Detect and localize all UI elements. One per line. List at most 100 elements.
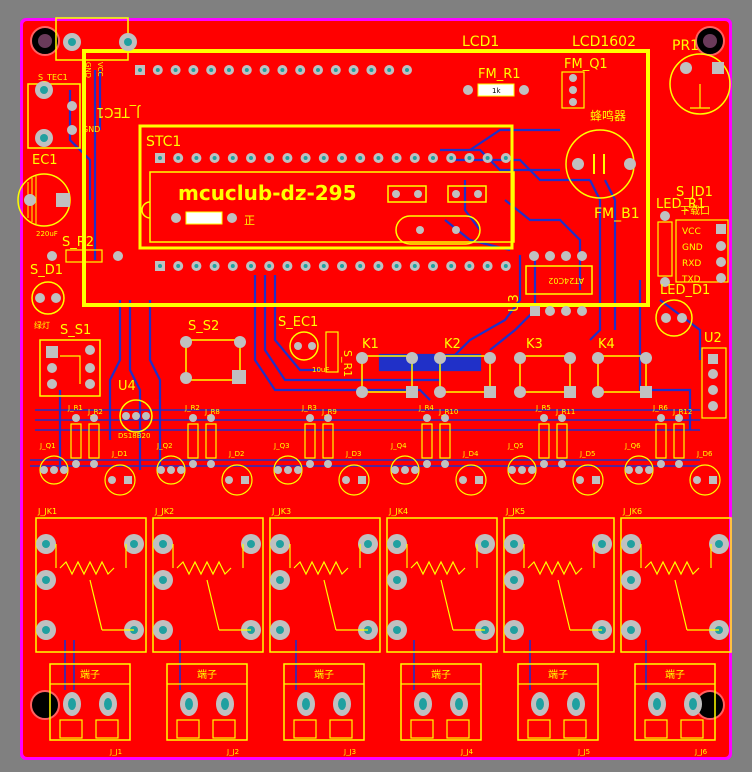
diode-label: J_D6: [696, 450, 713, 458]
ec1-capacitor: [17, 173, 71, 227]
driver-transistor: [624, 455, 654, 485]
ec1-value: 220uF: [36, 230, 58, 238]
driver-resistors: [538, 414, 568, 468]
lcd-pin: [224, 65, 234, 75]
lcd-pin: [330, 65, 341, 75]
stc-pin: [391, 261, 402, 271]
green-led-label: 绿灯: [34, 320, 50, 330]
lcd-pin: [384, 65, 395, 75]
s-ec1-capacitor: [289, 331, 339, 373]
stc-mcu-outline: [138, 124, 514, 250]
driver-led: [104, 464, 136, 496]
s-r2-label: S_R2: [62, 235, 94, 250]
stc1-label: STC1: [146, 134, 181, 150]
lcd-header-pins: [135, 65, 412, 75]
stc-pin: [337, 261, 347, 271]
transistor-label: J_Q3: [273, 442, 290, 450]
gnd-pin-label: GND: [82, 125, 100, 134]
stc-pin: [482, 153, 493, 163]
stc-pin: [264, 261, 275, 271]
lcd-pin: [170, 65, 181, 75]
transistor-label: J_Q1: [39, 442, 56, 450]
led-r1-resistor: [657, 211, 673, 287]
buzzer-label: 蜂鸣器: [590, 108, 626, 123]
terminal-label: J_J2: [226, 748, 239, 756]
board-title: mcuclub-dz-295: [178, 181, 357, 205]
stc-mcu-inner: [149, 171, 515, 243]
relay: [386, 517, 498, 653]
s-jd1-label: S_JD1: [676, 185, 713, 200]
led-r1-label: LED_R1: [656, 197, 705, 212]
u4-label: U4: [118, 379, 136, 394]
terminal-block: [49, 663, 131, 741]
k2-label: K2: [444, 337, 461, 352]
driver-resistors: [187, 414, 217, 468]
stc-top-pin-row: [155, 153, 511, 163]
s-r2-resistor: [47, 249, 123, 263]
resistor-label: J_R12: [672, 408, 692, 416]
relay: [152, 517, 264, 653]
terminal-label: J_J1: [109, 748, 122, 756]
lcd-pin: [348, 65, 359, 75]
stc-pin: [227, 153, 238, 163]
s-ec1-value: 10uF: [312, 366, 329, 374]
terminal-text: 端子: [548, 668, 568, 681]
crystal-outline: [395, 215, 481, 245]
u4-ds18b20: [119, 399, 153, 433]
relay-label: J_JK4: [388, 507, 408, 516]
stc-pin: [300, 153, 311, 163]
stc-pin: [300, 261, 311, 271]
stc-marker: 正: [244, 214, 255, 227]
stc-pin: [355, 261, 366, 271]
resistor-label: J_R11: [555, 408, 575, 416]
u3-eeprom: [525, 251, 593, 316]
stc-pin: [282, 153, 293, 163]
stc-pin: [155, 261, 165, 271]
terminal-text: 端子: [197, 668, 217, 681]
stc-pin: [500, 153, 511, 163]
resistor-label: J_R2: [87, 408, 103, 416]
diode-label: J_D3: [345, 450, 361, 458]
lcd-pin: [295, 65, 306, 75]
download-header: [675, 219, 729, 283]
lcd1602-label: LCD1602: [572, 34, 636, 50]
s-ec1-label: S_EC1: [278, 315, 318, 330]
stc-pin: [155, 153, 165, 163]
diode-label: J_D1: [111, 450, 127, 458]
k3-label: K3: [526, 337, 543, 352]
u2-label: U2: [704, 331, 722, 346]
s-s1-switch: [39, 339, 101, 397]
stc-pin: [355, 153, 366, 163]
transistor-label: J_Q5: [507, 442, 524, 450]
lcd-footprint: [82, 49, 650, 307]
relay-label: J_JK6: [622, 507, 642, 516]
s-s2-switch: [180, 336, 246, 384]
stc-pin: [391, 153, 402, 163]
stc-pin: [464, 153, 475, 163]
pr1-label: PR1: [672, 38, 699, 54]
transistor-label: J_Q2: [156, 442, 173, 450]
resistor-label: J_R4: [418, 404, 434, 412]
stc-notch: [141, 201, 151, 219]
resistor-label: J_R8: [204, 408, 220, 416]
ds18b20-label: DS18B20: [118, 432, 150, 440]
gnd-small-label: GND: [84, 62, 92, 78]
stc-pin: [264, 153, 275, 163]
dc-jack-left: [27, 81, 81, 149]
stc-pin: [446, 261, 457, 271]
terminal-block: [283, 663, 365, 741]
fm-r1-value: 1k: [492, 87, 501, 95]
resistor-label: J_R3: [301, 404, 317, 412]
fm-r1-label: FM_R1: [478, 67, 521, 82]
led-d1: [655, 299, 693, 337]
resistor-label: J_R10: [438, 408, 458, 416]
terminal-block: [400, 663, 482, 741]
stc-pin: [446, 153, 457, 163]
lcd-pin: [152, 65, 163, 75]
fm-b1-buzzer: [565, 129, 636, 199]
lcd-pin: [259, 65, 270, 75]
